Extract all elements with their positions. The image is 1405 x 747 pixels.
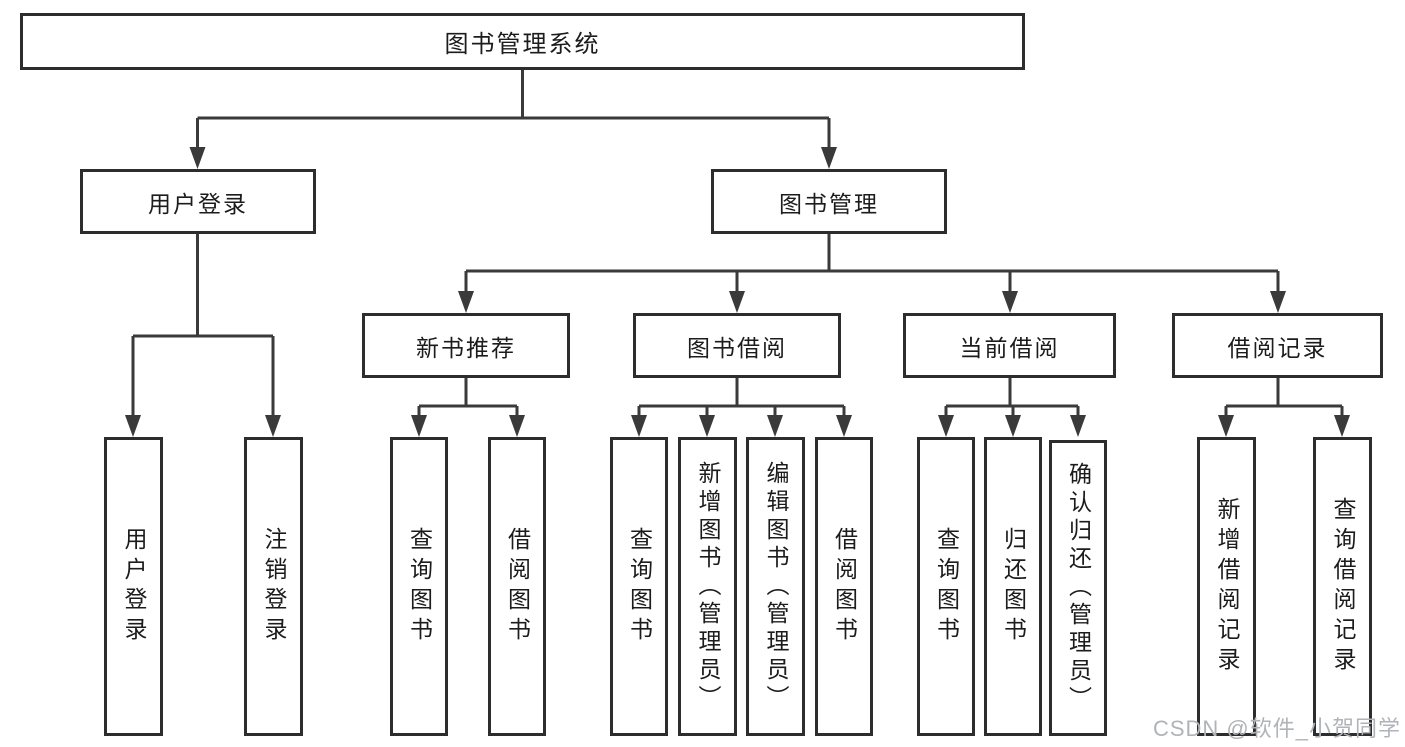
node-label: 查询图书 xyxy=(626,526,653,647)
arrowhead-icon xyxy=(1270,291,1286,313)
connector-userlogin-to-leaves xyxy=(131,233,275,418)
connector-bookborrow-to-leaves xyxy=(637,377,846,418)
node-leaf-newbook-borrow: 借阅图书 xyxy=(488,437,546,736)
node-book-borrow: 图书借阅 xyxy=(633,313,841,378)
connector-bookmgmt-to-level3 xyxy=(464,233,1280,294)
node-label: 查询图书 xyxy=(406,526,433,647)
node-leaf-borrow-search: 查询图书 xyxy=(610,437,668,736)
arrowhead-icon xyxy=(729,291,745,313)
node-label: 图书管理 xyxy=(779,190,879,217)
arrowhead-icon xyxy=(821,147,837,169)
arrowhead-icon xyxy=(411,415,427,437)
node-label: 新书推荐 xyxy=(416,334,516,361)
arrowhead-icon xyxy=(938,415,954,437)
node-label: 查询图书 xyxy=(933,526,960,647)
arrowhead-icon xyxy=(1334,415,1350,437)
node-new-book-recommend: 新书推荐 xyxy=(362,313,570,378)
node-leaf-record-add: 新增借阅记录 xyxy=(1197,437,1256,736)
node-label: 用户登录 xyxy=(148,190,248,217)
node-book-management: 图书管理 xyxy=(711,169,947,234)
node-label: 新增借阅记录 xyxy=(1214,496,1240,677)
node-label: 编辑图书（管理员） xyxy=(763,460,789,713)
node-label: 图书管理系统 xyxy=(444,31,601,58)
node-label: 借阅图书 xyxy=(831,526,858,647)
arrowhead-icon xyxy=(1002,291,1018,313)
connector-currentborrow-to-leaves xyxy=(944,377,1080,418)
node-leaf-borrow-edit-admin: 编辑图书（管理员） xyxy=(746,437,805,736)
node-leaf-borrow-add-admin: 新增图书（管理员） xyxy=(678,437,737,736)
connector-newbooks-to-leaves xyxy=(417,377,519,418)
node-leaf-user-logout: 注销登录 xyxy=(244,437,303,736)
arrowhead-icon xyxy=(458,291,474,313)
node-label: 新增图书（管理员） xyxy=(695,460,721,713)
node-leaf-borrow-borrow: 借阅图书 xyxy=(815,437,873,736)
node-leaf-current-search: 查询图书 xyxy=(917,437,975,736)
node-leaf-current-return: 归还图书 xyxy=(984,437,1042,736)
node-label: 归还图书 xyxy=(1000,526,1027,647)
node-root: 图书管理系统 xyxy=(20,13,1025,70)
node-leaf-newbook-search: 查询图书 xyxy=(390,437,448,736)
node-label: 查询借阅记录 xyxy=(1330,496,1356,677)
node-label: 注销登录 xyxy=(261,526,287,647)
csdn-watermark: CSDN @软件_小贺同学 xyxy=(1152,716,1401,741)
arrowhead-icon xyxy=(836,415,852,437)
arrowhead-icon xyxy=(509,415,525,437)
node-label: 确认归还（管理员） xyxy=(1065,462,1092,714)
node-user-login: 用户登录 xyxy=(80,169,316,234)
connector-root-to-level2 xyxy=(196,69,831,150)
arrowhead-icon xyxy=(265,415,281,437)
arrowhead-icon xyxy=(189,147,206,169)
node-label: 图书借阅 xyxy=(687,334,787,361)
node-leaf-record-search: 查询借阅记录 xyxy=(1313,437,1372,736)
arrowhead-icon xyxy=(631,415,647,437)
arrowhead-icon xyxy=(1218,415,1234,437)
node-label: 当前借阅 xyxy=(959,334,1060,361)
node-current-borrow: 当前借阅 xyxy=(903,313,1116,378)
arrowhead-icon xyxy=(125,415,141,437)
node-label: 借阅记录 xyxy=(1227,334,1328,361)
node-borrow-records: 借阅记录 xyxy=(1172,313,1383,378)
arrowhead-icon xyxy=(767,415,783,437)
arrowhead-icon xyxy=(699,415,715,437)
node-label: 用户登录 xyxy=(121,526,147,647)
node-label: 借阅图书 xyxy=(504,526,531,647)
node-leaf-user-login: 用户登录 xyxy=(104,437,163,736)
arrowhead-icon xyxy=(1070,415,1086,437)
arrowhead-icon xyxy=(1005,415,1021,437)
connector-borrowrecords-to-leaves xyxy=(1224,377,1344,418)
node-leaf-current-confirm-admin: 确认归还（管理员） xyxy=(1049,440,1107,736)
